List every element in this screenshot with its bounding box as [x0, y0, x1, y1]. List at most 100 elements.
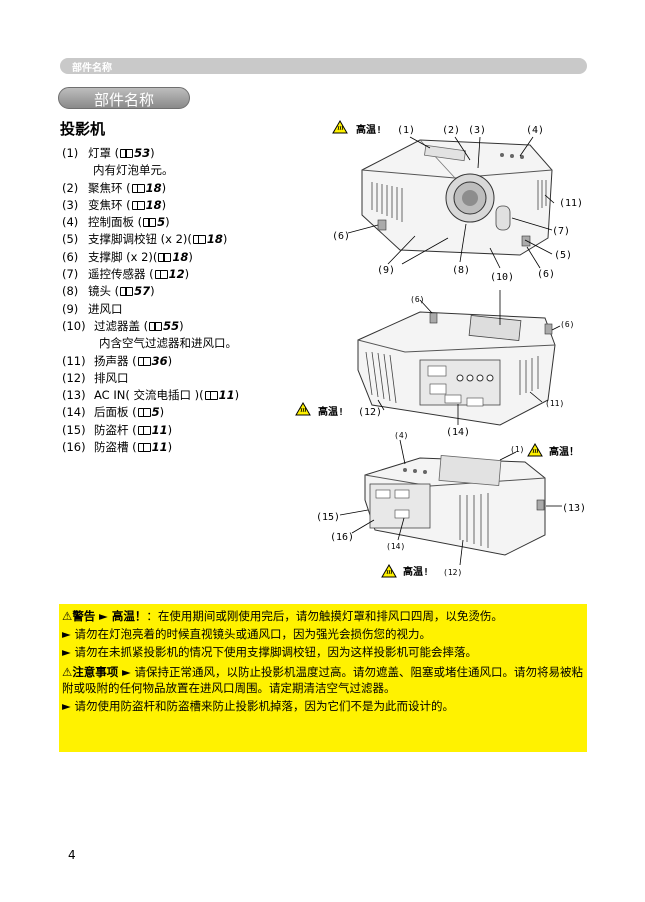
page-ref-link[interactable]: 5 — [157, 215, 166, 230]
part-description: 内含空气过滤器和进风口。 — [99, 336, 237, 351]
label-front-5: (5) — [554, 250, 572, 261]
label-front-11: (11) — [559, 198, 583, 209]
page-ref-link[interactable]: 11 — [151, 440, 168, 455]
part-item: (5)支撑脚调校钮 (x 2)(18) — [62, 231, 302, 248]
label-front-8: (8) — [452, 265, 470, 276]
part-number: (1) — [62, 146, 79, 160]
book-ref-icon — [154, 270, 168, 280]
part-item: (16)防盗槽 (11) — [62, 439, 302, 456]
part-number: (16) — [62, 440, 86, 455]
book-ref-icon — [137, 443, 151, 453]
part-item: (13)AC IN( 交流电插口 )(11) — [62, 387, 302, 404]
book-ref-icon — [204, 391, 218, 401]
part-name-tail: ) — [184, 267, 190, 282]
part-item: (14)后面板 (5) — [62, 404, 302, 421]
book-ref-icon — [120, 149, 134, 158]
page-number: 4 — [68, 848, 76, 862]
part-name-tail: ) — [161, 180, 167, 195]
header-label: 部件名称 — [72, 63, 112, 74]
part-name-tail: ) — [150, 146, 155, 160]
part-name: 变焦环 ( — [88, 197, 131, 212]
label-rear-14: (14) — [446, 427, 470, 438]
page-ref-link[interactable]: 11 — [218, 388, 235, 403]
header-bar: 部件名称 — [60, 58, 587, 74]
caution-text: ► 请保持正常通风，以防止投影机温度过高。请勿遮盖、阻塞或堵住通风口。请勿将易被… — [62, 665, 583, 695]
label-front-6b: (6) — [537, 269, 555, 280]
page-ref-link[interactable]: 53 — [134, 146, 151, 160]
caution-icon: ⚠ — [62, 665, 73, 679]
projector-rear-view — [295, 290, 561, 426]
part-name: 支撑脚 (x 2)( — [88, 249, 158, 264]
page-ref-link[interactable]: 36 — [151, 353, 168, 368]
warning-text: ：在使用期间或刚使用完后，请勿触摸灯罩和排风口四周，以免烫伤。 — [146, 609, 503, 623]
part-name-tail: ) — [165, 215, 170, 230]
part-name: 后面板 ( — [94, 405, 137, 420]
label-back-1: (1) — [510, 445, 524, 454]
label-rear-12: (12) — [358, 407, 382, 418]
warning-title: 警告 — [72, 609, 96, 623]
part-name: 进风口 — [88, 301, 123, 316]
part-item: (15)防盗杆 (11) — [62, 422, 302, 439]
part-name: 遥控传感器 ( — [88, 267, 154, 282]
part-name-tail: ) — [150, 284, 155, 299]
book-ref-icon — [137, 356, 151, 366]
part-name-tail: ) — [167, 422, 173, 437]
part-number: (14) — [62, 405, 86, 420]
label-front-3: (3) — [468, 125, 486, 136]
part-item: (8)镜头 (57) — [62, 283, 302, 300]
warning-icon: ⚠ — [62, 609, 73, 623]
page-ref-link[interactable]: 18 — [172, 249, 189, 264]
projector-figures: 高温! (1) (2) (3) (4) (11) (6) (7) (5) (9)… — [295, 120, 586, 578]
part-item: (6)支撑脚 (x 2)(18) — [62, 249, 302, 266]
page-ref-link[interactable]: 18 — [145, 180, 162, 195]
part-item: (9) 进风口 — [62, 301, 302, 318]
book-ref-icon — [131, 183, 145, 193]
book-ref-icon — [192, 235, 206, 245]
book-ref-icon — [143, 218, 157, 228]
page-ref-link[interactable]: 57 — [134, 284, 151, 299]
part-item: (1)灯罩 (53) — [62, 145, 302, 162]
hot-label-back-top: 高温！ — [549, 445, 579, 458]
page-ref-link[interactable]: 5 — [151, 405, 160, 420]
part-item: (7)遥控传感器 (12) — [62, 266, 302, 283]
part-number: (11) — [62, 353, 86, 368]
hot-label-back-bottom: 高温! — [403, 565, 429, 578]
label-back-12: (12) — [443, 568, 462, 577]
hot-label-front: 高温! — [356, 123, 382, 136]
page-ref-link[interactable]: 55 — [163, 318, 180, 333]
section-title-pill: 部件名称 — [58, 87, 190, 109]
book-ref-icon — [158, 252, 172, 262]
label-back-14: (14) — [386, 542, 405, 551]
book-ref-icon — [131, 200, 145, 210]
part-name-tail: ) — [167, 440, 173, 455]
section-subtitle: 投影机 — [60, 120, 106, 138]
label-rear-6a: (6) — [410, 295, 424, 304]
part-name-tail: ) — [222, 232, 228, 247]
part-name: AC IN( 交流电插口 )( — [94, 388, 204, 403]
page-ref-link[interactable]: 18 — [145, 197, 162, 212]
part-number: (2) — [62, 180, 79, 195]
part-name: 排风口 — [94, 370, 129, 385]
part-number: (4) — [62, 215, 79, 230]
page-ref-link[interactable]: 11 — [151, 422, 168, 437]
warning-bullet-2: ► 请勿在未抓紧投影机的情况下使用支撑脚调校钮，因为这样投影机可能会摔落。 — [62, 645, 477, 659]
projector-back-view — [339, 439, 562, 578]
part-name: 扬声器 ( — [94, 353, 137, 368]
page-ref-link[interactable]: 12 — [168, 267, 185, 282]
part-item: (11) 扬声器 ( 36) — [62, 353, 302, 370]
part-number: (13) — [62, 388, 86, 403]
label-front-1: (1) — [397, 125, 415, 136]
part-name-tail: ) — [167, 353, 173, 368]
label-front-6a: (6) — [332, 231, 350, 242]
parts-list: (1)灯罩 (53)内有灯泡单元。(2)聚焦环 (18)(3)变焦环 (18)(… — [62, 145, 302, 456]
label-front-4: (4) — [526, 125, 544, 136]
part-number: (9) — [62, 301, 79, 316]
hot-tag: ► 高温！ — [98, 609, 147, 623]
book-ref-icon — [137, 425, 151, 435]
part-item: (10)过滤器盖 (55) — [62, 318, 302, 335]
part-item: (12)排风口 — [62, 370, 302, 387]
section-title: 部件名称 — [93, 91, 154, 109]
part-name: 聚焦环 ( — [88, 180, 131, 195]
page-ref-link[interactable]: 18 — [206, 232, 223, 247]
label-rear-11: (11) — [545, 399, 564, 408]
